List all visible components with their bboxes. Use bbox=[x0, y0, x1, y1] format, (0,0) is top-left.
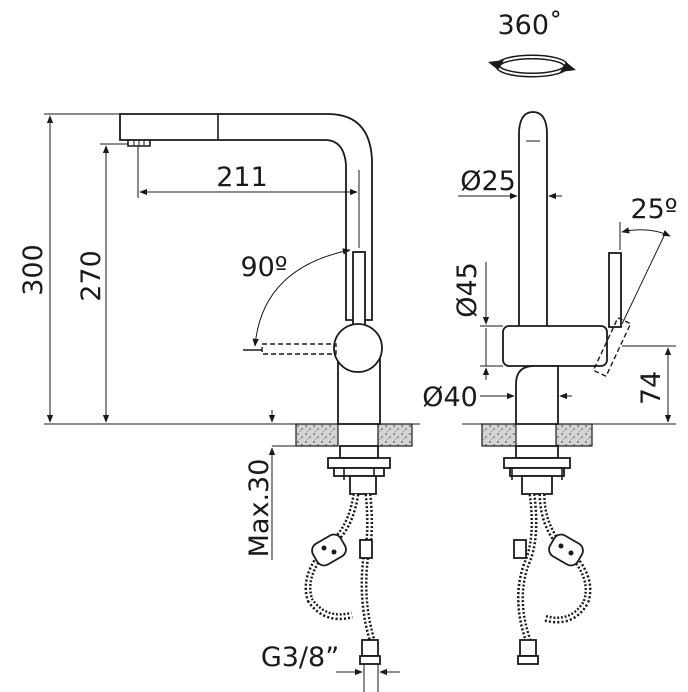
lever-height-label: 74 bbox=[636, 371, 667, 405]
counter-right bbox=[377, 423, 413, 447]
rotation-arrow-icon bbox=[488, 54, 576, 78]
body-diameter-label: Ø45 bbox=[452, 262, 483, 318]
side-view: 300 270 211 90º Max.30 G3/8” bbox=[18, 113, 420, 692]
pipe-diameter-label: Ø25 bbox=[460, 166, 516, 197]
max-thickness-label: Max.30 bbox=[244, 459, 275, 558]
lever-knob bbox=[333, 323, 383, 373]
rotation-label: 360˚ bbox=[497, 10, 562, 41]
base-diameter-label: Ø40 bbox=[422, 382, 478, 413]
lever-angle-label: 25º bbox=[630, 194, 677, 225]
spout-head bbox=[119, 113, 373, 321]
counter-left bbox=[295, 423, 339, 447]
height-total-label: 300 bbox=[18, 244, 49, 296]
counter-left bbox=[481, 423, 517, 447]
spout-angle-label: 90º bbox=[240, 252, 287, 283]
counter-right bbox=[555, 423, 593, 447]
height-spout-label: 270 bbox=[76, 250, 107, 302]
reach-label: 211 bbox=[216, 162, 268, 193]
thread-label: G3/8” bbox=[261, 642, 339, 673]
front-view: 360˚ bbox=[422, 10, 678, 665]
faucet-body bbox=[502, 325, 608, 367]
spout-pipe bbox=[518, 111, 548, 329]
